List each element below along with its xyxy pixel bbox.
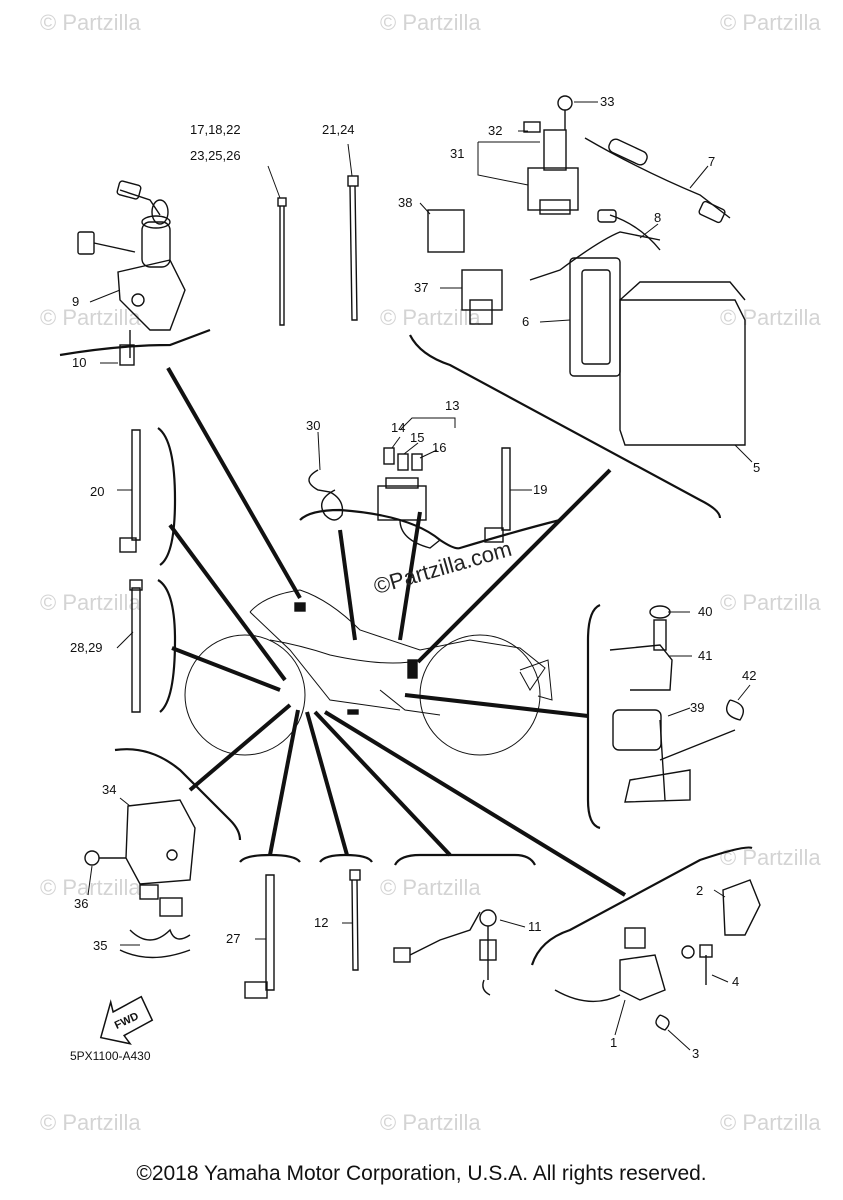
callout-17-18-22: 17,18,22 — [190, 122, 241, 137]
callout-34: 34 — [102, 782, 116, 797]
diagram-code: 5PX1100-A430 — [70, 1049, 151, 1063]
frame-rectifier — [114, 748, 242, 841]
callout-38: 38 — [398, 195, 412, 210]
frame-27 — [239, 853, 301, 863]
callout-20: 20 — [90, 484, 104, 499]
callout-15: 15 — [410, 430, 424, 445]
harness-clip — [347, 709, 359, 715]
frame-bracket — [586, 603, 601, 830]
motorcycle-outline — [184, 589, 553, 756]
callout-42: 42 — [742, 668, 756, 683]
callout-3: 3 — [692, 1046, 699, 1061]
callout-7: 7 — [708, 154, 715, 169]
callout-8: 8 — [654, 210, 661, 225]
frame-ties-left — [157, 427, 177, 566]
frame-fuse — [299, 508, 561, 550]
callout-9: 9 — [72, 294, 79, 309]
watermark-text: © Partzilla — [40, 1110, 141, 1135]
callout-33: 33 — [600, 94, 614, 109]
callout-39: 39 — [690, 700, 704, 715]
cable-ties — [119, 175, 511, 999]
callout-27: 27 — [226, 931, 240, 946]
rectifier — [84, 799, 196, 959]
callout-23-25-26: 23,25,26 — [190, 148, 241, 163]
callout-12: 12 — [314, 915, 328, 930]
watermarks: © Partzilla © Partzilla © Partzilla © Pa… — [40, 10, 821, 1135]
watermark-text: © Partzilla — [720, 1110, 821, 1135]
callout-35: 35 — [93, 938, 107, 953]
battery-area — [427, 95, 746, 446]
switch-mark — [294, 602, 306, 612]
callout-2: 2 — [696, 883, 703, 898]
callout-labels: 33 32 31 7 8 38 37 6 5 17,18,22 23,25,26… — [70, 94, 760, 1061]
callout-leaders — [87, 101, 753, 1051]
callout-13: 13 — [445, 398, 459, 413]
fwd-arrow: FWD — [99, 995, 154, 1045]
frame-11 — [394, 853, 536, 866]
copyright-notice: ©2018 Yamaha Motor Corporation, U.S.A. A… — [136, 1162, 707, 1185]
callout-11: 11 — [528, 919, 542, 934]
bracket-assembly — [609, 605, 744, 803]
callout-36: 36 — [74, 896, 88, 911]
watermark-text: © Partzilla — [380, 1110, 481, 1135]
watermark-text: © Partzilla — [720, 10, 821, 35]
watermark-text: © Partzilla — [40, 305, 141, 330]
frame-battery — [409, 334, 722, 519]
callout-32: 32 — [488, 123, 502, 138]
watermark-text: © Partzilla — [40, 10, 141, 35]
callout-21-24: 21,24 — [322, 122, 355, 137]
relay-mark — [407, 659, 418, 679]
callout-37: 37 — [414, 280, 428, 295]
callout-30: 30 — [306, 418, 320, 433]
watermark-text: © Partzilla — [380, 875, 481, 900]
callout-10: 10 — [72, 355, 86, 370]
frame-12 — [319, 853, 373, 863]
callout-40: 40 — [698, 604, 712, 619]
frame-ties-left2 — [157, 579, 177, 713]
neutral-switch — [393, 909, 497, 996]
callout-16: 16 — [432, 440, 446, 455]
callout-1: 1 — [610, 1035, 617, 1050]
frame-ignition — [59, 328, 211, 357]
callout-6: 6 — [522, 314, 529, 329]
callout-28-29: 28,29 — [70, 640, 103, 655]
callout-4: 4 — [732, 974, 739, 989]
watermark-text: © Partzilla — [40, 590, 141, 615]
watermark-text: © Partzilla — [380, 10, 481, 35]
callout-41: 41 — [698, 648, 712, 663]
sensor-assembly — [554, 879, 761, 1031]
watermark-text: © Partzilla — [720, 305, 821, 330]
callout-5: 5 — [753, 460, 760, 475]
fuse-box — [377, 447, 441, 549]
callout-19: 19 — [533, 482, 547, 497]
leader-lines — [166, 367, 627, 897]
callout-14: 14 — [391, 420, 405, 435]
watermark-text: © Partzilla — [720, 590, 821, 615]
frame-sensor — [530, 846, 753, 966]
callout-31: 31 — [450, 146, 464, 161]
watermark-text: © Partzilla — [380, 305, 481, 330]
main-switch — [77, 180, 186, 366]
